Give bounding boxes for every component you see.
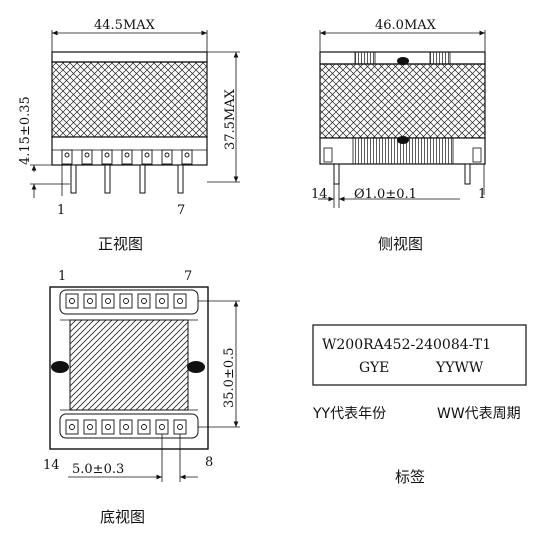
side-pin-dia-dim: Ø1.0±0.1 (354, 187, 417, 202)
front-top-plate (51, 51, 208, 63)
bottom-core (69, 319, 189, 411)
front-pin-slots (61, 149, 193, 165)
bottom-row-spacing-dim: 35.0±0.5 (222, 347, 237, 408)
label-caption: 标签 (395, 468, 425, 486)
bottom-lug-right (187, 361, 205, 373)
side-pin-1-label: 1 (478, 187, 486, 202)
product-label: W200RA452-240084-T1 GYE YYWW YY代表年份 WW代表… (312, 324, 527, 486)
front-pins (70, 164, 184, 194)
front-width-dim: 44.5MAX (94, 18, 156, 33)
side-pin-left (333, 163, 340, 185)
bottom-pin-8-label: 8 (205, 455, 213, 470)
bottom-pin-1-label: 1 (58, 269, 66, 284)
bottom-view: 1 7 (43, 269, 240, 526)
label-line2-right: YYWW (435, 360, 484, 376)
side-view: 46.0MAX Ø1.0±0.1 14 1 侧视图 (311, 18, 486, 253)
front-pin-1-label: 1 (57, 203, 65, 218)
label-box (312, 324, 527, 386)
bottom-pin-14-label: 14 (43, 458, 60, 473)
label-line2-left: GYE (359, 360, 389, 376)
front-pin-7-label: 7 (177, 203, 185, 218)
side-pin-right (464, 163, 471, 185)
label-note-yy: YY代表年份 (312, 406, 386, 422)
side-coil (319, 63, 486, 139)
side-view-caption: 侧视图 (378, 235, 423, 253)
label-line1: W200RA452-240084-T1 (322, 337, 491, 353)
side-width-dim: 46.0MAX (375, 18, 437, 33)
label-note-ww: WW代表周期 (437, 406, 521, 422)
front-coil (51, 61, 208, 138)
front-height-dim: 37.5MAX (223, 88, 238, 150)
bottom-view-caption: 底视图 (100, 508, 145, 526)
bottom-lug-left (51, 361, 69, 373)
bottom-pin-7-label: 7 (184, 269, 192, 284)
front-pin-height-dim: 4.15±0.35 (18, 96, 33, 165)
side-pin-14-label: 14 (311, 187, 328, 202)
front-view: 44.5MAX 37.5MAX (18, 18, 240, 253)
front-view-caption: 正视图 (98, 235, 143, 253)
bottom-pitch-dim: 5.0±0.3 (72, 462, 124, 477)
